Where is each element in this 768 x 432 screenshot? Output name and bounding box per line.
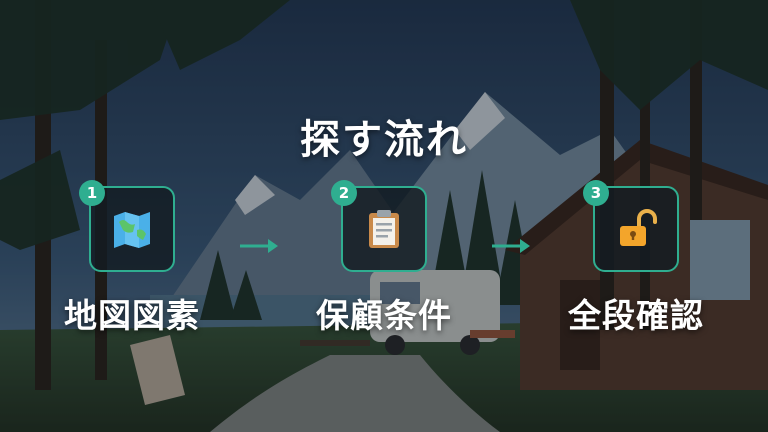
step-1: 1 地図図素	[47, 180, 217, 346]
step-3: 3 全段確認	[551, 180, 721, 346]
step-1-number-badge: 1	[79, 180, 105, 206]
step-1-label: 地図図素	[64, 296, 200, 335]
map-icon	[114, 212, 150, 248]
arrow-right-icon	[240, 239, 278, 253]
step-2-label: 保顧条件	[316, 296, 452, 335]
step-1-icon-box: 1	[79, 180, 175, 272]
step-3-icon-box: 3	[583, 180, 679, 272]
unlock-icon	[620, 209, 657, 246]
clipboard-icon	[369, 210, 399, 248]
step-2-icon-box: 2	[331, 180, 427, 272]
page-title: 探す流れ	[300, 117, 468, 163]
step-3-label: 全段確認	[568, 296, 704, 335]
step-2-number-badge: 2	[331, 180, 357, 206]
arrow-right-icon	[492, 239, 530, 253]
step-2: 2 保顧条件	[299, 180, 469, 346]
step-3-number-badge: 3	[583, 180, 609, 206]
